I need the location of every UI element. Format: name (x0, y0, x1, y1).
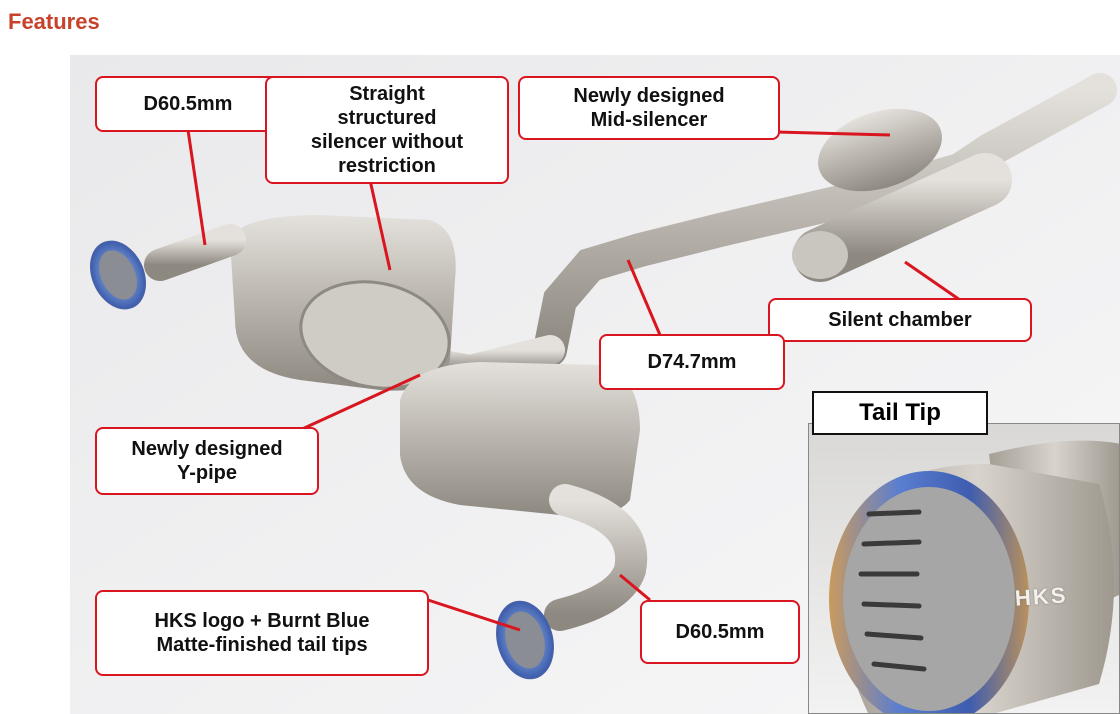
callout-left-tip-diameter: D60.5mm (95, 76, 281, 132)
callout-silent-chamber: Silent chamber (768, 298, 1032, 342)
hks-logo: HKS (1014, 582, 1069, 611)
callout-tail-tips: HKS logo + Burnt Blue Matte-finished tai… (95, 590, 429, 676)
callout-y-pipe: Newly designed Y-pipe (95, 427, 319, 495)
callout-pipe-diameter: D74.7mm (599, 334, 785, 390)
callout-straight-silencer: Straight structured silencer without res… (265, 76, 509, 184)
tail-tip-inset: HKS (808, 423, 1120, 714)
page-heading: Features (8, 9, 100, 34)
callout-right-tip-diameter: D60.5mm (640, 600, 800, 664)
callout-mid-silencer: Newly designed Mid-silencer (518, 76, 780, 140)
tail-tip-label: Tail Tip (812, 391, 988, 435)
